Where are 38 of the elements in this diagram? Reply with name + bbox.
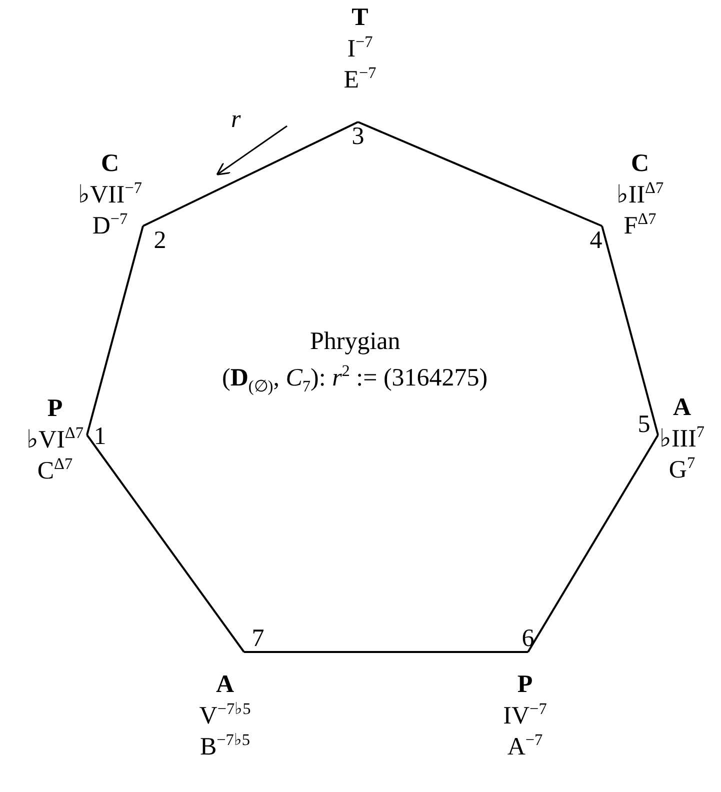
function-letter: C (100, 150, 120, 179)
roman-numeral-chord: ♭II$^{Δ7}$ (616, 178, 664, 210)
function-letter: A (672, 394, 692, 423)
rotation-label: r (231, 106, 241, 134)
vertex-number: 1 (87, 422, 113, 450)
chord-name: B$^{−7♭5}$ (200, 730, 250, 762)
function-letter: T (352, 4, 368, 33)
chord-name: F$^{Δ7}$ (624, 210, 656, 241)
function-letter: A (216, 671, 234, 700)
vertex-number: 7 (244, 624, 272, 652)
vertex-number: 6 (514, 624, 542, 652)
vertex-number: 4 (582, 226, 610, 254)
polygon-side (358, 121, 602, 227)
chord-name: C$^{Δ7}$ (37, 454, 73, 486)
roman-numeral-chord: V$^{−7♭5}$ (199, 700, 251, 731)
polygon-side (142, 121, 358, 227)
polygon-side (86, 434, 245, 653)
polygon-side (244, 651, 528, 653)
polygon-side (86, 226, 144, 436)
roman-numeral-chord: ♭VI$^{Δ7}$ (26, 424, 84, 455)
chord-name: D$^{−7}$ (92, 210, 128, 241)
roman-numeral-chord: ♭III$^{7}$ (659, 422, 705, 454)
roman-numeral-chord: IV$^{−7}$ (503, 700, 547, 731)
roman-numeral-chord: I$^{−7}$ (347, 32, 373, 64)
vertex-number: 5 (630, 410, 658, 438)
function-letter: P (517, 671, 533, 700)
formula-text: (D$_{(∅)}$, C$_{7}$): r$^{2}$ := (3164275) (222, 362, 488, 396)
roman-numeral-chord: ♭VII$^{−7}$ (78, 178, 142, 210)
polygon-side (601, 226, 659, 436)
function-letter: C (630, 150, 650, 179)
mode-name: Phrygian (310, 328, 400, 356)
function-letter: P (47, 395, 63, 424)
chord-name: G$^{7}$ (668, 454, 696, 485)
chord-name: A$^{−7}$ (507, 730, 543, 762)
chord-name: E$^{−7}$ (344, 64, 376, 95)
polygon-side (527, 434, 659, 653)
vertex-number: 2 (143, 226, 177, 254)
vertex-number: 3 (344, 122, 372, 150)
